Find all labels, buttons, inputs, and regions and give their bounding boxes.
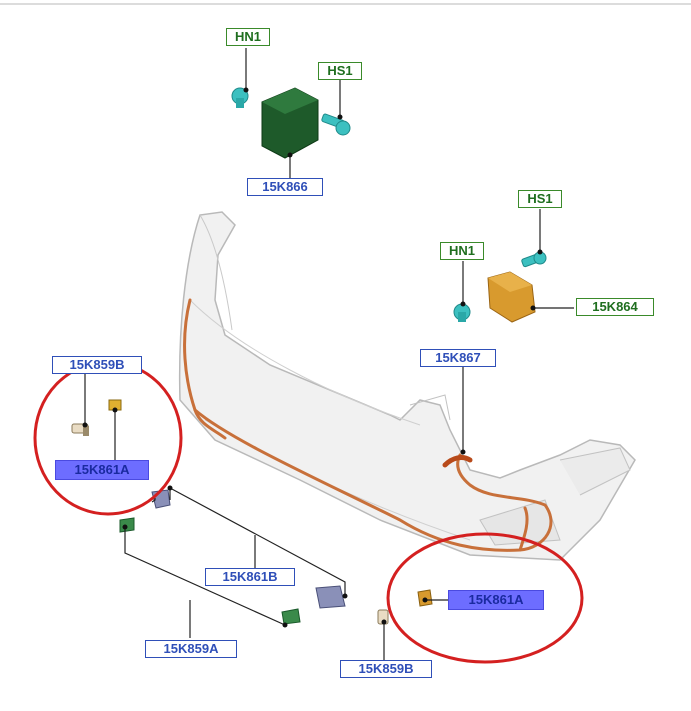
callout-hn1-top: HN1 — [226, 28, 270, 46]
callout-hn1-right: HN1 — [440, 242, 484, 260]
callout-15k866: 15K866 — [247, 178, 323, 196]
highlight-circle-left — [33, 360, 183, 516]
callout-15k859b-right: 15K859B — [340, 660, 432, 678]
callout-15k859a: 15K859A — [145, 640, 237, 658]
parking-module-right — [487, 271, 536, 323]
leader-lines — [84, 48, 574, 660]
sensor-15k859a-upper-part — [119, 517, 135, 533]
clip-nut-top — [231, 87, 249, 108]
callout-15k867: 15K867 — [420, 349, 496, 367]
parking-module-top — [261, 87, 319, 159]
screw-right — [521, 251, 547, 268]
sensor-15k859a-lower-part — [281, 608, 301, 625]
highlight-circle-right — [386, 532, 584, 664]
front-bumper-cover — [178, 211, 636, 561]
wiring-harness — [183, 298, 553, 552]
sensor-15k861b-lower-part — [315, 585, 346, 609]
clip-nut-right — [453, 303, 471, 322]
callout-15k861a-left: 15K861A — [55, 460, 149, 480]
callout-hs1-top: HS1 — [318, 62, 362, 80]
callout-hs1-right: HS1 — [518, 190, 562, 208]
callout-15k859b-left: 15K859B — [52, 356, 142, 374]
callout-15k864: 15K864 — [576, 298, 654, 316]
callout-15k861b: 15K861B — [205, 568, 295, 586]
screw-top — [321, 113, 351, 136]
callout-15k861a-right: 15K861A — [448, 590, 544, 610]
leader-dots — [82, 87, 543, 628]
